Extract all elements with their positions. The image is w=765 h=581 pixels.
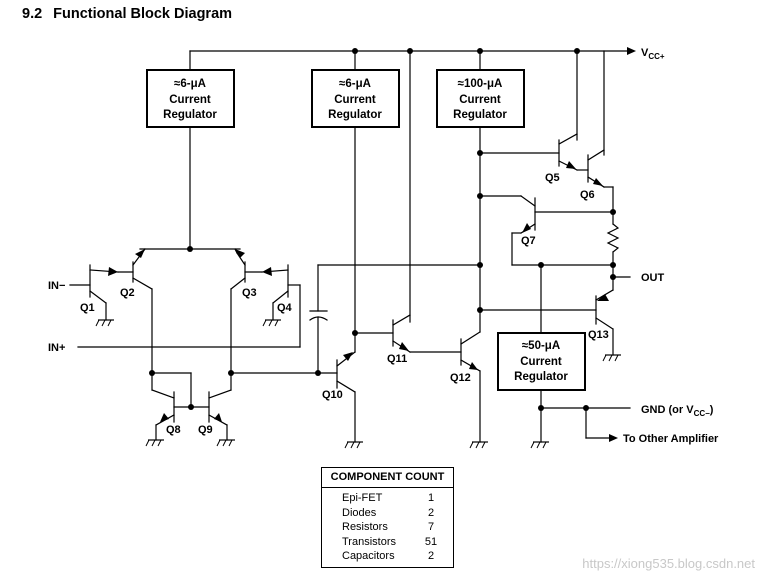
component-count-value: 7	[427, 521, 435, 534]
page-title: 9.2 Functional Block Diagram	[22, 6, 232, 22]
section-title: Functional Block Diagram	[53, 6, 233, 22]
q13-label: Q13	[588, 329, 609, 341]
regulator-100ua: ≈100-μA Current Regulator	[436, 69, 525, 128]
component-count-row: Transistors 51	[322, 535, 453, 550]
q10-label: Q10	[322, 389, 343, 401]
section-number: 9.2	[22, 6, 43, 22]
q1-label: Q1	[80, 302, 95, 314]
q7-label: Q7	[521, 235, 536, 247]
in-plus-label: IN+	[48, 342, 65, 354]
mirror-stage	[149, 370, 321, 441]
component-name: Resistors	[342, 521, 388, 534]
component-count-value: 2	[427, 506, 435, 519]
q3-label: Q3	[242, 287, 257, 299]
driver-stage	[392, 309, 481, 443]
component-count-title: COMPONENT COUNT	[322, 468, 453, 488]
out-label: OUT	[641, 272, 665, 284]
svg-text:Regulator: Regulator	[163, 109, 217, 121]
q4-label: Q4	[277, 302, 293, 314]
svg-text:Current: Current	[520, 356, 562, 368]
q12-label: Q12	[450, 372, 471, 384]
component-name: Transistors	[342, 535, 396, 548]
component-count-value: 2	[427, 550, 435, 563]
svg-text:Regulator: Regulator	[328, 109, 382, 121]
in-minus-label: IN−	[48, 280, 65, 292]
svg-text:Current: Current	[169, 94, 211, 106]
component-name: Diodes	[342, 506, 377, 519]
component-count-value: 51	[424, 535, 438, 548]
q5-label: Q5	[545, 172, 560, 184]
gnd-rail	[538, 389, 631, 443]
svg-text:Regulator: Regulator	[514, 371, 568, 383]
input-stage	[69, 126, 301, 374]
q2-label: Q2	[120, 287, 135, 299]
vcc-plus-label: VCC+	[641, 47, 665, 61]
component-count-row: Epi-FET 1	[322, 491, 453, 506]
gain-stage	[309, 126, 481, 443]
q6-label: Q6	[580, 189, 595, 201]
svg-text:Regulator: Regulator	[453, 109, 507, 121]
component-name: Capacitors	[342, 550, 395, 563]
regulator-6ua-mid: ≈6-μA Current Regulator	[311, 69, 400, 128]
svg-text:Current: Current	[459, 94, 501, 106]
component-count-row: Capacitors 2	[322, 549, 453, 564]
q11-label: Q11	[387, 353, 407, 365]
vcc-rail	[189, 47, 636, 323]
component-count-row: Diodes 2	[322, 506, 453, 521]
component-count-row: Resistors 7	[322, 520, 453, 535]
other-amplifier-label: To Other Amplifier	[623, 433, 719, 445]
component-count-value: 1	[427, 492, 435, 504]
q9-label: Q9	[198, 424, 213, 436]
svg-text:≈50-μA: ≈50-μA	[522, 340, 560, 352]
regulator-6ua-left: ≈6-μA Current Regulator	[146, 69, 235, 128]
component-name: Epi-FET	[342, 492, 383, 504]
watermark: https://xiong535.blog.csdn.net	[582, 556, 755, 571]
gnd-label: GND (or VCC−)	[641, 404, 714, 418]
svg-text:≈6-μA: ≈6-μA	[174, 78, 206, 90]
output-stage	[477, 126, 631, 356]
regulator-50ua: ≈50-μA Current Regulator	[497, 332, 586, 391]
svg-text:≈6-μA: ≈6-μA	[339, 78, 371, 90]
svg-text:Current: Current	[334, 94, 376, 106]
q8-label: Q8	[166, 424, 181, 436]
svg-text:≈100-μA: ≈100-μA	[458, 78, 503, 90]
